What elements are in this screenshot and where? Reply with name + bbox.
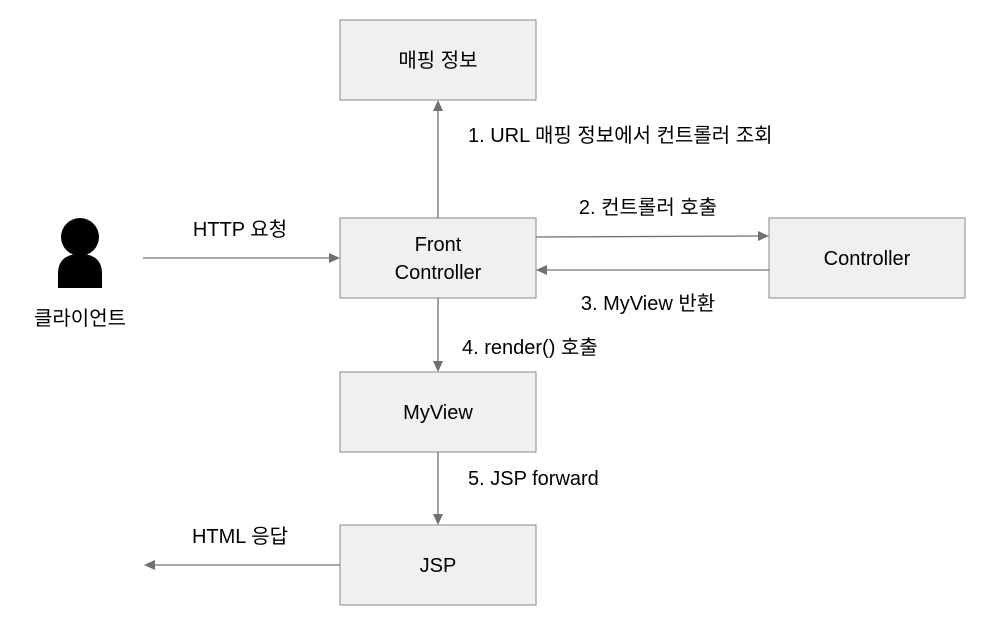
person-icon: [58, 218, 102, 288]
return-myview-label: 3. MyView 반환: [581, 292, 715, 315]
jsp-forward-label: 5. JSP forward: [468, 468, 599, 490]
jsp-label: JSP: [420, 555, 457, 577]
call-controller-arrow: [535, 231, 769, 241]
arrowhead-up-icon: [433, 100, 443, 111]
arrowhead-left-icon: [144, 560, 155, 570]
arrowhead-down-icon: [433, 514, 443, 525]
return-myview-arrow: [536, 265, 769, 275]
front-controller-label-line1: Front: [415, 234, 462, 256]
client-label: 클라이언트: [34, 307, 126, 330]
arrowhead-right-icon: [758, 231, 769, 241]
jsp-forward-arrow: [433, 452, 443, 525]
call-controller-label: 2. 컨트롤러 호출: [579, 196, 717, 219]
call-render-arrow: [433, 298, 443, 372]
myview-label: MyView: [403, 402, 473, 424]
arrowhead-down-icon: [433, 361, 443, 372]
html-response-arrow: [144, 560, 340, 570]
html-response-label: HTML 응답: [192, 525, 288, 548]
call-render-label: 4. render() 호출: [462, 336, 598, 359]
controller-box: Controller: [768, 217, 966, 299]
lookup-controller-label: 1. URL 매핑 정보에서 컨트롤러 조회: [468, 124, 773, 147]
client-actor: 클라이언트: [34, 218, 126, 330]
http-request-arrow: [143, 253, 340, 263]
jsp-box: JSP: [339, 524, 537, 606]
front-controller-box: Front Controller: [339, 217, 537, 299]
lookup-controller-arrow: [433, 100, 443, 218]
front-controller-label-line2: Controller: [395, 262, 482, 284]
http-request-label: HTTP 요청: [193, 218, 287, 241]
myview-box: MyView: [339, 371, 537, 453]
mapping-info-label: 매핑 정보: [398, 49, 477, 72]
arrowhead-right-icon: [329, 253, 340, 263]
arrowhead-left-icon: [536, 265, 547, 275]
mapping-info-box: 매핑 정보: [339, 19, 537, 101]
controller-label: Controller: [824, 248, 911, 270]
